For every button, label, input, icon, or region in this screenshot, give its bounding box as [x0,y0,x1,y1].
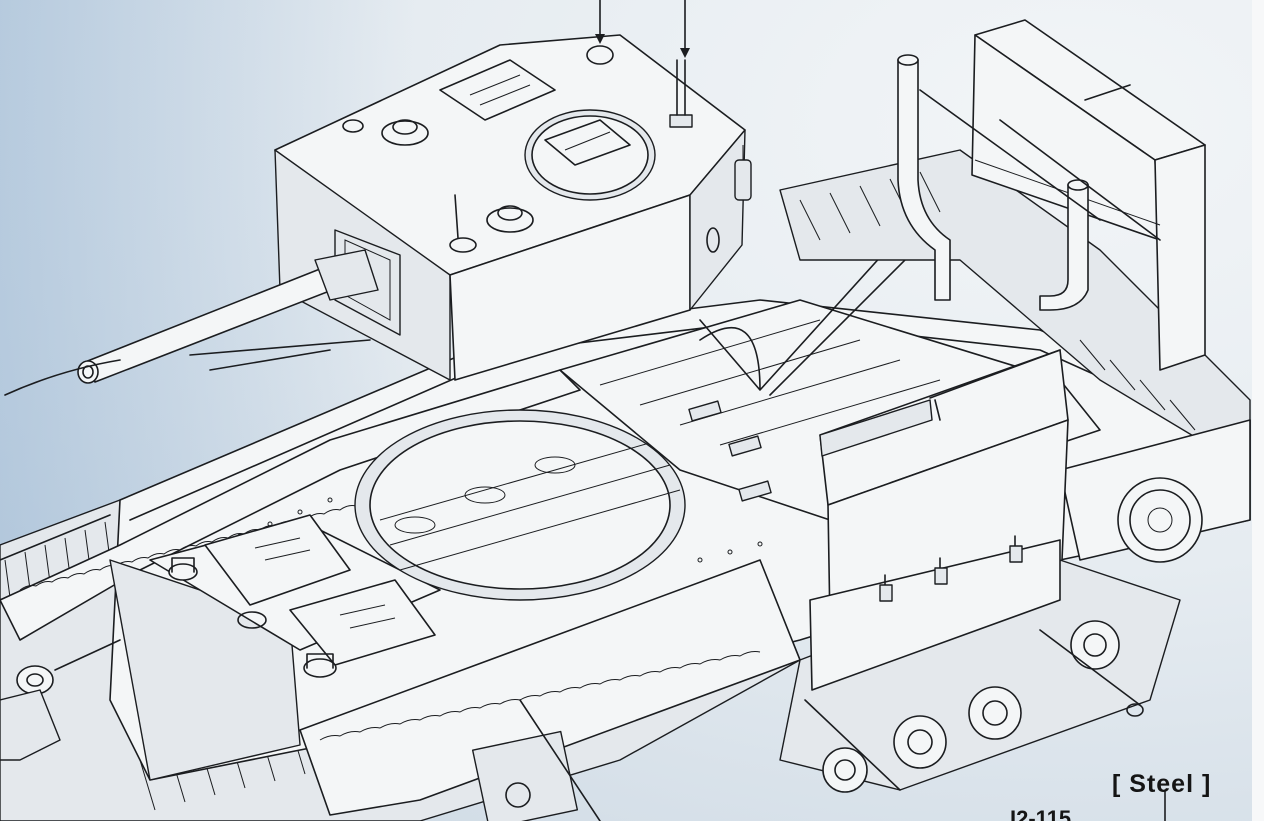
front-track-guard [299,559,801,821]
page-edge [1252,0,1264,821]
right-track-assembly [779,149,1251,563]
road-wheels [779,559,1181,793]
turret-ring [354,409,686,601]
rear-stowage-bin-lower [809,349,1069,691]
front-hull-plate [109,514,441,781]
front-tow-fitting [0,639,121,761]
part-number-label: I2-115 [1010,806,1072,821]
rear-stowage-bin-upper [971,19,1206,371]
callout-leaders [519,629,1166,821]
material-callout-label: [ Steel ] [1112,770,1212,798]
exhaust-pipes [897,54,1161,311]
main-gun-barrel [4,249,379,396]
